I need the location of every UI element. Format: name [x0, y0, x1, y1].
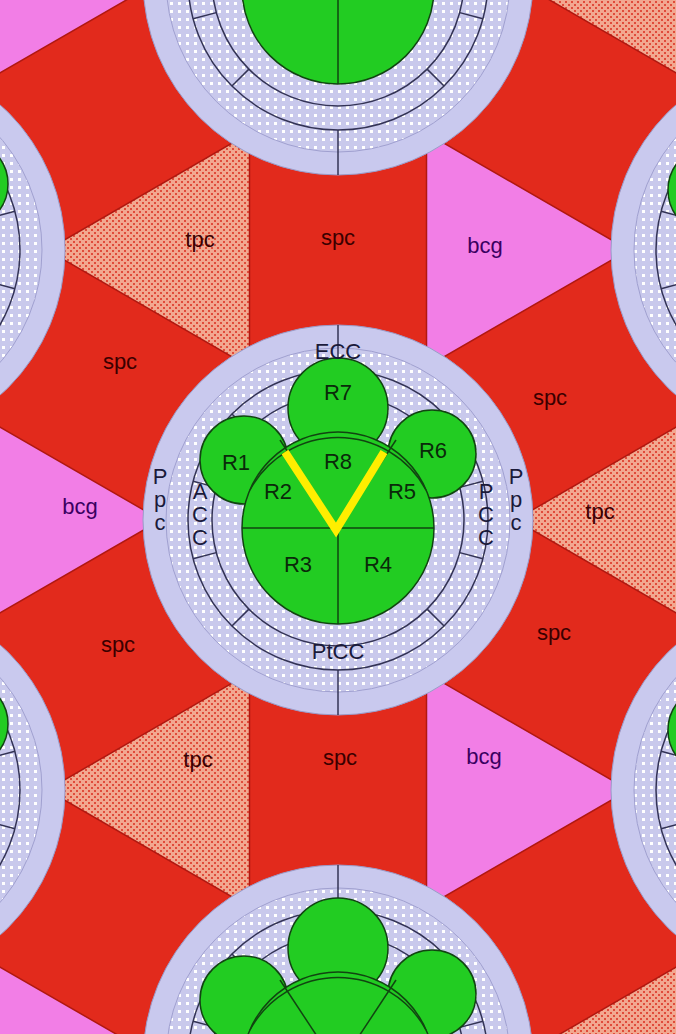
cone-cell-label: P p c	[152, 465, 168, 534]
secondary-pigment-cell: spc	[537, 621, 571, 645]
tertiary-pigment-cell	[47, 673, 250, 907]
secondary-pigment-cell: spc	[321, 226, 355, 250]
tertiary-pigment-cell: tpc	[585, 500, 614, 524]
rhabdomere-label: R4	[364, 553, 392, 577]
cone-cell-label: P C C	[478, 480, 494, 549]
bristle-cell-group: bcg	[466, 745, 501, 769]
bristle-cell-group	[0, 0, 161, 97]
cell-label: R1	[222, 451, 250, 475]
cell-label: spc	[103, 350, 137, 374]
bristle-cell-group: bcg	[62, 495, 97, 519]
ommatidium	[611, 595, 676, 985]
rhabdomere	[668, 146, 676, 234]
cell-label: spc	[323, 746, 357, 770]
ommatidium	[143, 865, 533, 1034]
cell-label: spc	[537, 621, 571, 645]
ommatidium	[0, 55, 65, 445]
rhabdomere	[668, 686, 676, 774]
rhabdomere-label: R6	[419, 439, 447, 463]
bristle-cell-group	[0, 943, 161, 1034]
ommatidium	[611, 55, 676, 445]
ommatidium	[143, 0, 533, 175]
rhabdomere-label: R5	[388, 480, 416, 504]
cell-label: bcg	[467, 234, 502, 258]
cell-label: spc	[533, 386, 567, 410]
secondary-pigment-cell: spc	[323, 746, 357, 770]
cell-label: R2	[264, 480, 292, 504]
rhabdomere-label: R2	[264, 480, 292, 504]
cell-label: tpc	[185, 228, 214, 252]
bristle-cell-group: bcg	[467, 234, 502, 258]
tertiary-pigment-cell	[47, 133, 250, 367]
bristle-cell-group	[427, 673, 630, 907]
rhabdomere	[242, 972, 434, 1034]
tertiary-pigment-cell	[515, 403, 676, 637]
cone-cell-label: PtCC	[312, 639, 365, 665]
cell-label: spc	[321, 226, 355, 250]
rhabdomere-label: R8	[324, 450, 352, 474]
bristle-cell-group	[0, 403, 161, 637]
cone-cell-label: A C C	[192, 480, 208, 549]
tertiary-pigment-cell	[515, 943, 676, 1034]
cell-label: tpc	[183, 748, 212, 772]
ommatidium	[0, 595, 65, 985]
cell-label: spc	[101, 633, 135, 657]
rhabdomere	[242, 432, 434, 624]
ommatidium	[143, 325, 533, 715]
tertiary-pigment-cell: tpc	[183, 748, 212, 772]
cell-label: R7	[324, 381, 352, 405]
rhabdomere-label: R1	[222, 451, 250, 475]
secondary-pigment-cell: spc	[103, 350, 137, 374]
cell-label: bcg	[62, 495, 97, 519]
tertiary-pigment-cell: tpc	[185, 228, 214, 252]
rhabdomere-label: R7	[324, 381, 352, 405]
cone-cell-label: ECC	[315, 339, 361, 365]
cell-label: bcg	[466, 745, 501, 769]
cell-label: R4	[364, 553, 392, 577]
cell-label: R5	[388, 480, 416, 504]
rhabdomere-label: R3	[284, 553, 312, 577]
bristle-cell-group	[427, 133, 630, 367]
rhabdomere	[0, 680, 8, 768]
cell-label: tpc	[585, 500, 614, 524]
secondary-pigment-cell: spc	[533, 386, 567, 410]
cone-cell-label: P p c	[508, 465, 524, 534]
tertiary-pigment-cell	[515, 0, 676, 97]
secondary-pigment-cell: spc	[101, 633, 135, 657]
cell-label: R3	[284, 553, 312, 577]
rhabdomere	[0, 140, 8, 228]
cell-label: R8	[324, 450, 352, 474]
rhabdomere	[242, 0, 434, 84]
cell-label: R6	[419, 439, 447, 463]
